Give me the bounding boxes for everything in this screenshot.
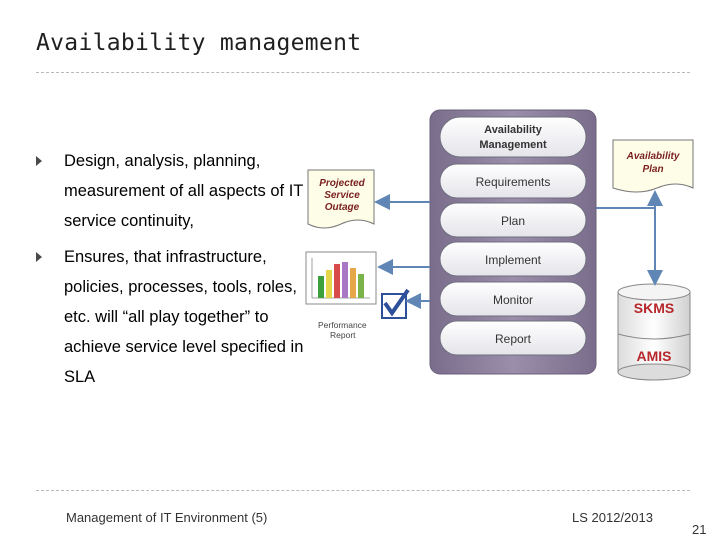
bullet-arrow-icon: [36, 156, 42, 166]
step-label: Requirements: [476, 175, 551, 189]
performance-report-line1: Performance: [318, 320, 367, 330]
amis-label: AMIS: [637, 348, 672, 364]
process-header-line2: Management: [479, 139, 547, 151]
arrow-plan-to-availability-plan: [596, 190, 663, 209]
step-implement: [439, 241, 587, 277]
footer-left: Management of IT Environment (5): [66, 510, 268, 525]
skms-label: SKMS: [634, 300, 674, 316]
bullet-arrow-icon: [36, 252, 42, 262]
title-divider: [36, 72, 690, 73]
bullet-item: Design, analysis, planning, measurement …: [36, 146, 304, 236]
availability-plan-line2: Plan: [642, 164, 663, 175]
footer-divider: [36, 490, 690, 491]
step-monitor: [439, 281, 587, 317]
projected-outage-line2: Service: [324, 190, 360, 201]
step-label: Implement: [485, 253, 542, 267]
step-plan: [439, 202, 587, 238]
checkmark-icon: [381, 288, 410, 319]
availability-plan-line1: Availability: [626, 151, 680, 162]
bullet-item: Ensures, that infrastructure, policies, …: [36, 242, 304, 392]
process-header: [439, 116, 587, 158]
bullet-text: Design, analysis, planning, measurement …: [64, 152, 304, 230]
step-requirements: [439, 163, 587, 199]
step-label: Plan: [501, 214, 525, 228]
projected-outage-line1: Projected: [319, 178, 365, 189]
performance-report-chart-icon: [305, 251, 377, 305]
availability-plan-document: [612, 139, 694, 193]
skms-database-icon: [617, 283, 691, 381]
bullet-text: Ensures, that infrastructure, policies, …: [64, 248, 304, 386]
footer-right: LS 2012/2013: [572, 510, 653, 525]
slide-title: Availability management: [36, 30, 362, 56]
step-label: Monitor: [493, 293, 533, 307]
process-header-line1: Availability: [484, 124, 543, 136]
step-label: Report: [495, 332, 532, 346]
page-number: 21: [692, 522, 707, 537]
performance-report-line2: Report: [330, 330, 356, 340]
step-report: [439, 320, 587, 356]
projected-outage-document: [307, 169, 375, 229]
projected-outage-line3: Outage: [325, 202, 360, 213]
